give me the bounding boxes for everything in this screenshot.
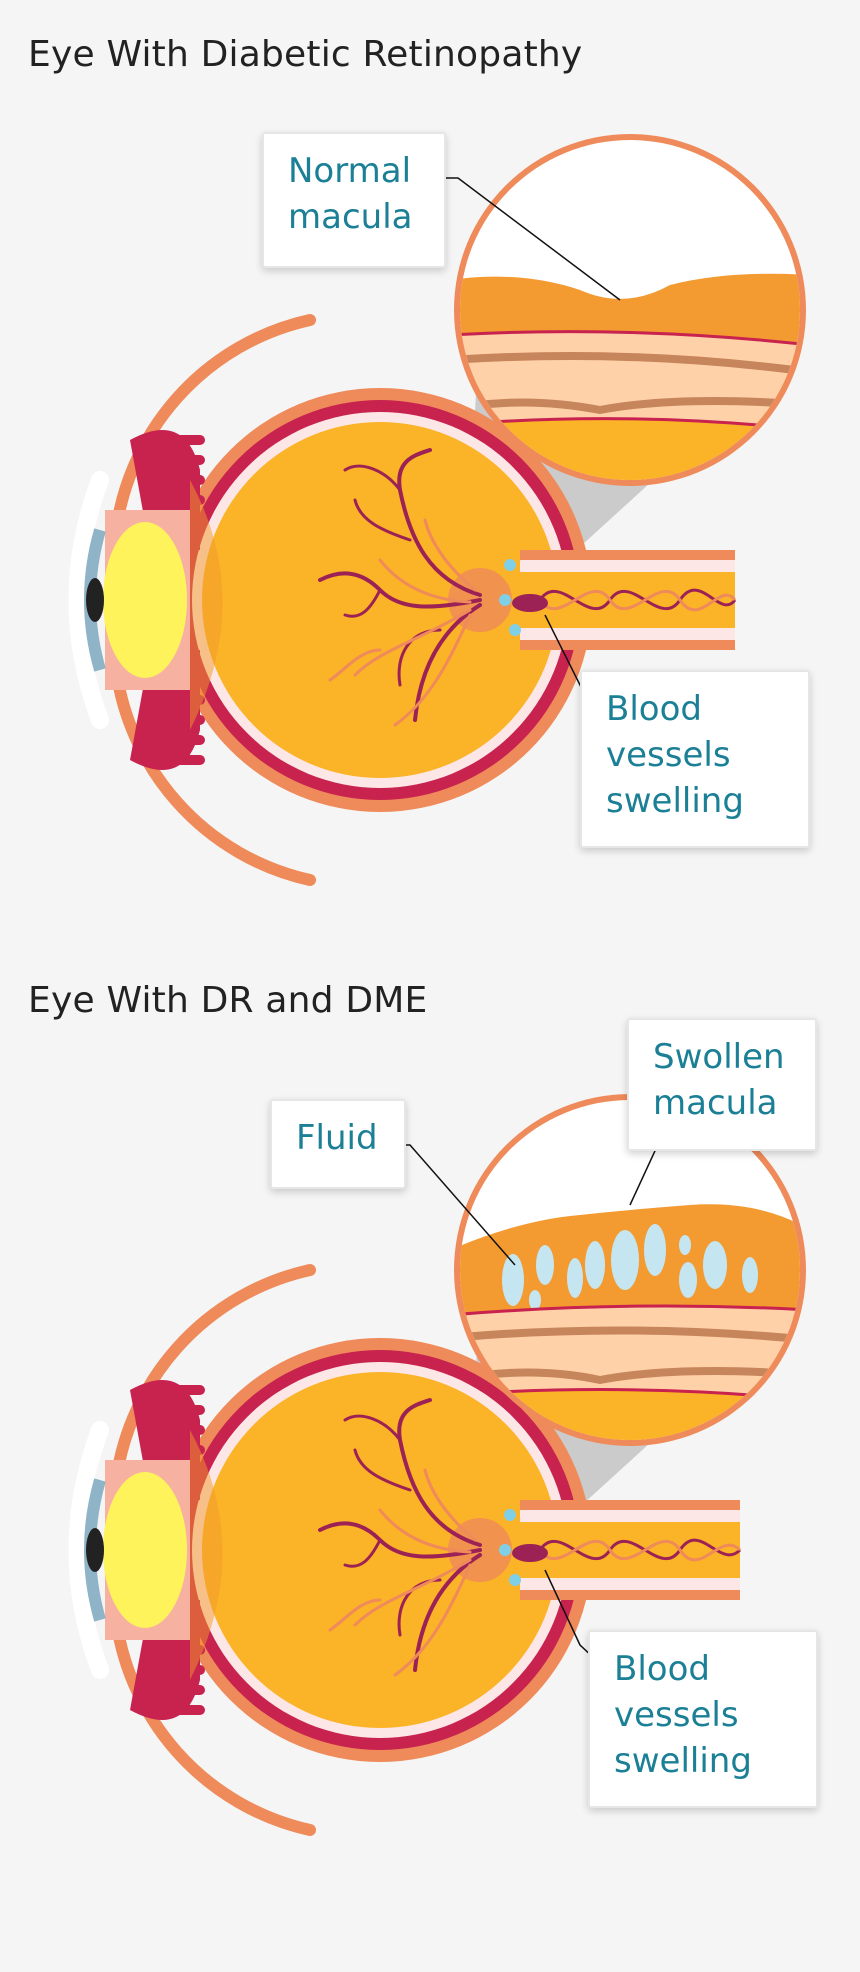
section-title-dr-dme: Eye With DR and DME (28, 980, 428, 1021)
retinal-vessels (318, 1398, 482, 1677)
vessel-swelling-marks (499, 559, 548, 636)
callout-blood-vessels-2: Blood vessels swelling (588, 1630, 818, 1808)
callout-line: Normal (288, 151, 412, 191)
callout-line: vessels (614, 1695, 739, 1735)
callout-line: Blood (606, 689, 702, 729)
sclera-layers (109, 314, 592, 886)
callout-line: Fluid (296, 1118, 378, 1158)
eye-diagram-dr-dme (68, 1094, 806, 1836)
fluid-pockets (502, 1224, 758, 1310)
vessel-swelling-marks (499, 1509, 548, 1586)
callout-line: swelling (606, 781, 744, 821)
lens (103, 1472, 187, 1628)
callout-line: macula (653, 1083, 778, 1123)
optic-nerve (520, 1500, 742, 1600)
callout-line: macula (288, 197, 413, 237)
cornea (68, 471, 109, 729)
retinal-vessels (318, 448, 482, 727)
optic-nerve (520, 550, 737, 650)
callout-line: Swollen (653, 1037, 785, 1077)
callout-line: swelling (614, 1741, 752, 1781)
vitreous-shadow (190, 480, 223, 730)
callout-line: vessels (606, 735, 731, 775)
eye-diagram-dr (68, 134, 806, 886)
callout-fluid: Fluid (270, 1099, 406, 1189)
lens (103, 522, 187, 678)
vitreous-shadow (190, 1430, 223, 1680)
sclera-layers (109, 1264, 592, 1836)
callout-swollen-macula: Swollen macula (627, 1018, 817, 1151)
section-title-dr: Eye With Diabetic Retinopathy (28, 34, 583, 75)
cornea (68, 1421, 109, 1679)
callout-blood-vessels-1: Blood vessels swelling (580, 670, 810, 848)
callout-line: Blood (614, 1649, 710, 1689)
callout-normal-macula: Normal macula (262, 132, 446, 268)
